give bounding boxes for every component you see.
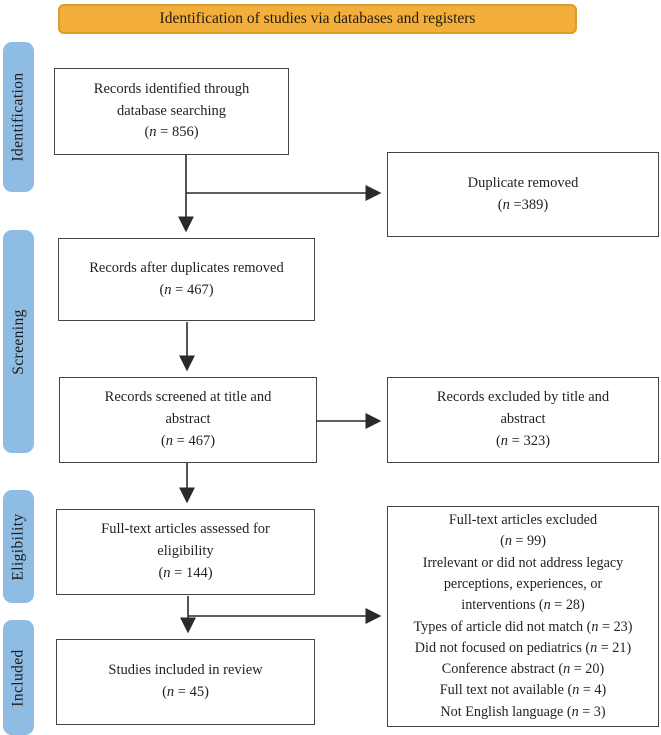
box-text-line: Full-text articles assessed for xyxy=(101,521,270,538)
stage-label-text: Screening xyxy=(9,308,27,375)
box-text-line: (n = 144) xyxy=(158,564,213,581)
box-text-line: Records identified through xyxy=(93,80,250,97)
box-text-line: (n = 45) xyxy=(162,684,209,700)
box-text-line: perceptions, experiences, or xyxy=(443,575,603,592)
box-text-line: abstract xyxy=(500,411,546,428)
box-duplicate-removed: Duplicate removed (n =389) xyxy=(387,152,659,237)
box-text-line: Records screened at title and xyxy=(104,389,272,406)
box-text-line: Irrelevant or did not address legacy xyxy=(422,554,624,571)
box-text-line: database searching xyxy=(116,102,227,119)
box-text-line: Duplicate removed xyxy=(467,174,579,191)
box-text-line: Full-text articles excluded xyxy=(448,512,598,529)
box-records-excluded-title-abstract: Records excluded by title and abstract (n … xyxy=(387,377,659,463)
box-studies-included: Studies included in review (n = 45) xyxy=(56,639,315,725)
box-text-line: Did not focused on pediatrics (n = 21) xyxy=(414,639,632,656)
box-text-line: Conference abstract (n = 20) xyxy=(441,661,605,678)
box-text-line: (n = 99) xyxy=(500,533,546,550)
box-text-line: abstract xyxy=(165,411,211,428)
stage-label-text: Identification xyxy=(9,72,27,162)
stage-label-identification: Identification xyxy=(3,42,34,192)
box-fulltext-assessed: Full-text articles assessed for eligibili… xyxy=(56,509,315,595)
stage-label-text: Eligibility xyxy=(9,512,27,581)
box-text-line: Full text not available (n = 4) xyxy=(439,682,607,699)
box-fulltext-excluded-reasons: Full-text articles excluded (n = 99) Irrel… xyxy=(387,506,659,727)
box-records-identified: Records identified through database searc… xyxy=(54,68,289,155)
box-text-line: (n = 467) xyxy=(159,281,214,298)
box-text-line: Records excluded by title and xyxy=(436,389,610,406)
box-text-line: (n = 323) xyxy=(495,432,551,449)
stage-label-screening: Screening xyxy=(3,230,34,453)
banner-title: Identification of studies via databases … xyxy=(58,4,577,34)
box-records-screened: Records screened at title and abstract (n … xyxy=(59,377,317,463)
box-text-line: Not English language (n = 3) xyxy=(440,703,606,720)
box-text-line: eligibility xyxy=(157,543,214,560)
box-text-line: (n =389) xyxy=(497,196,549,213)
stage-label-text: Included xyxy=(9,648,27,707)
box-text-line: interventions (n = 28) xyxy=(461,597,585,614)
stage-label-included: Included xyxy=(3,620,34,735)
box-records-after-duplicates: Records after duplicates removed (n = 467… xyxy=(58,238,315,321)
box-text-line: Types of article did not match (n = 23) xyxy=(413,618,633,635)
box-text-line: (n = 467) xyxy=(160,432,216,449)
box-text-line: Studies included in review xyxy=(108,662,263,679)
box-text-line: (n = 856) xyxy=(144,124,199,141)
box-text-line: Records after duplicates removed xyxy=(89,259,284,276)
stage-label-eligibility: Eligibility xyxy=(3,490,34,603)
